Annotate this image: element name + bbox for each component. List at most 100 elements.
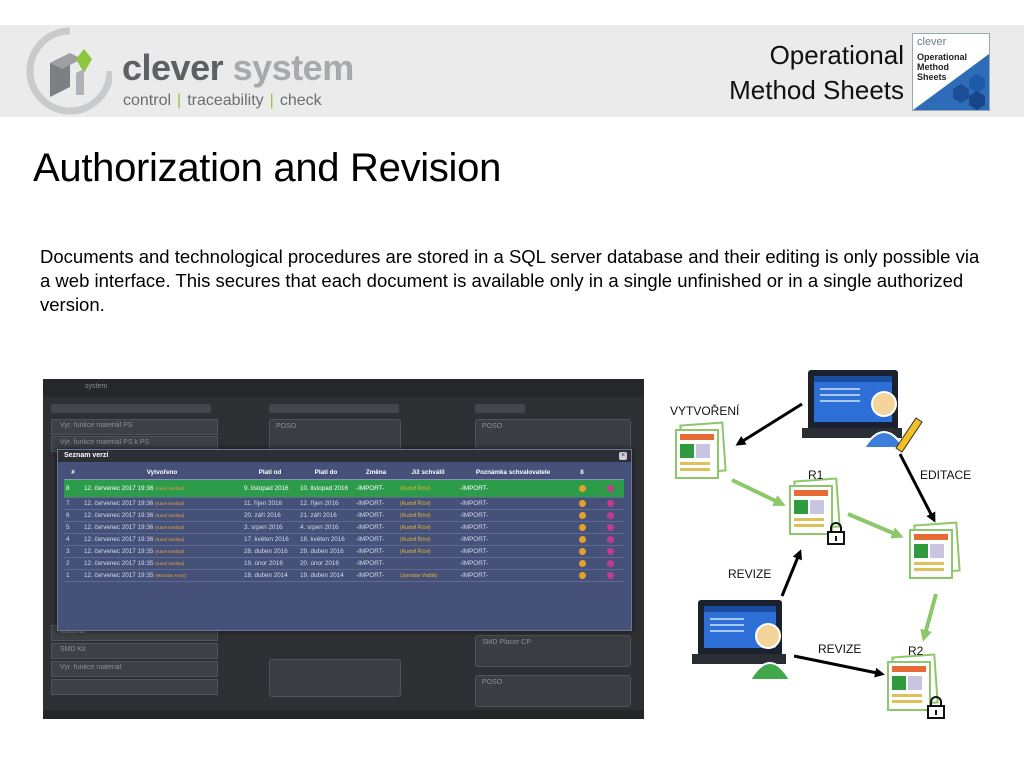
brand-system: system [232,47,355,88]
cell-created: 12. červenec 2017 19:35 (Karel Nedbal) [82,545,242,558]
delete-version-icon[interactable] [596,521,624,534]
col-header: 8 [568,466,596,480]
cell-note: -IMPORT- [458,569,568,582]
delete-version-icon[interactable] [596,557,624,570]
clever-system-logo: clever system control|traceability|check [22,25,382,117]
reviser-computer-icon [692,600,792,681]
label-vytvoreni: VYTVOŘENÍ [670,404,740,418]
col-header: Platí od [242,466,298,480]
open-version-icon[interactable] [568,509,596,522]
brand-tagline: control|traceability|check [123,92,322,109]
middle-panel-node[interactable] [269,659,401,697]
delete-version-icon[interactable] [596,509,624,522]
cell-created: 12. červenec 2017 19:36 (Karel Nedbal) [82,479,242,498]
cell-note: -IMPORT- [458,545,568,558]
cell-note: -IMPORT- [458,509,568,522]
right-panel-node[interactable]: POSO [475,675,631,707]
oms-title-line1: Operational [769,40,904,70]
cell-valid-from: 28. duben 2016 [242,545,298,558]
cell-valid-from: 19. únor 2016 [242,557,298,570]
cell-valid-to: 4. srpen 2016 [298,521,354,534]
label-revize-1: REVIZE [728,567,772,581]
open-version-icon[interactable] [568,557,596,570]
right-panel-node[interactable]: SMD Placer CP [475,635,631,667]
left-panel-item[interactable] [51,679,218,695]
cell-approved: (Rudolf Říčel) [398,497,458,510]
cell-valid-from: 20. září 2016 [242,509,298,522]
cell-valid-to: 10. listopad 2016 [298,479,354,498]
logo-emblem-icon [26,27,112,115]
close-icon[interactable]: × [619,452,627,460]
cell-created: 12. červenec 2017 19:36 (Karel Nedbal) [82,497,242,510]
cell-number: 6 [64,509,82,522]
cell-number: 8 [64,479,82,498]
tagline-control: control [123,92,172,109]
open-version-icon[interactable] [568,533,596,546]
delete-version-icon[interactable] [596,569,624,582]
cell-change: -IMPORT- [354,521,398,534]
col-header: Poznámka schvalovatele [458,466,568,480]
brand-clever: clever [122,47,224,88]
oms-title: Operational Method Sheets [729,38,904,108]
cell-valid-to: 19. duben 2014 [298,569,354,582]
cell-change: -IMPORT- [354,557,398,570]
open-version-icon[interactable] [568,545,596,558]
cell-approved [398,557,458,570]
delete-version-icon[interactable] [596,497,624,510]
cell-approved: (Rudolf Říčel) [398,521,458,534]
col-header: Vytvořeno [82,466,242,480]
open-version-icon[interactable] [568,479,596,498]
right-panel-node[interactable]: POSO [475,419,631,451]
cell-valid-to: 12. říjen 2016 [298,497,354,510]
cell-change: -IMPORT- [354,545,398,558]
middle-toolbar [269,404,399,413]
left-panel-item[interactable]: Vyr. funkce materiál PS [51,419,218,435]
label-r2: R2 [908,644,924,658]
col-header: # [64,466,82,480]
app-top-left: system [85,383,108,390]
version-list-dialog: Seznam verzí × # Vytvořeno Platí od Plat… [57,449,632,631]
badge-hexagons-icon [913,54,989,110]
cell-number: 7 [64,497,82,510]
delete-version-icon[interactable] [596,479,624,498]
header-band: clever system control|traceability|check… [0,25,1024,117]
cell-valid-to: 20. únor 2016 [298,557,354,570]
delete-version-icon[interactable] [596,533,624,546]
badge-line1: Operational [917,52,968,62]
delete-version-icon[interactable] [596,545,624,558]
brand-name: clever system [122,47,354,89]
cell-valid-to: 29. duben 2016 [298,545,354,558]
cell-created: 12. červenec 2017 19:35 (Karel Nedbal) [82,557,242,570]
app-topbar: system [43,379,644,397]
open-version-icon[interactable] [568,497,596,510]
label-r1: R1 [808,468,824,482]
page-title: Authorization and Revision [33,146,502,190]
dialog-title: Seznam verzí [64,452,109,459]
open-version-icon[interactable] [568,569,596,582]
cell-valid-from: 9. listopad 2016 [242,479,298,498]
cell-number: 5 [64,521,82,534]
oms-badge: clever Operational Method Sheets [912,33,990,111]
left-panel-item[interactable]: SMD Kit [51,643,218,659]
tagline-traceability: traceability [187,92,264,109]
col-header: Změna [354,466,398,480]
col-header: Platí do [298,466,354,480]
cell-valid-to: 21. září 2016 [298,509,354,522]
app-statusbar [43,710,644,719]
tagline-check: check [279,92,322,109]
cell-note: -IMPORT- [458,497,568,510]
editor-computer-icon [802,370,923,453]
cell-approved: (Rudolf Říčel) [398,545,458,558]
cell-approved: (Rudolf Říčel) [398,509,458,522]
versions-table: # Vytvořeno Platí od Platí do Změna Již … [64,466,624,582]
open-version-icon[interactable] [568,521,596,534]
left-panel-item[interactable]: Vyr. funkce materiál [51,661,218,677]
